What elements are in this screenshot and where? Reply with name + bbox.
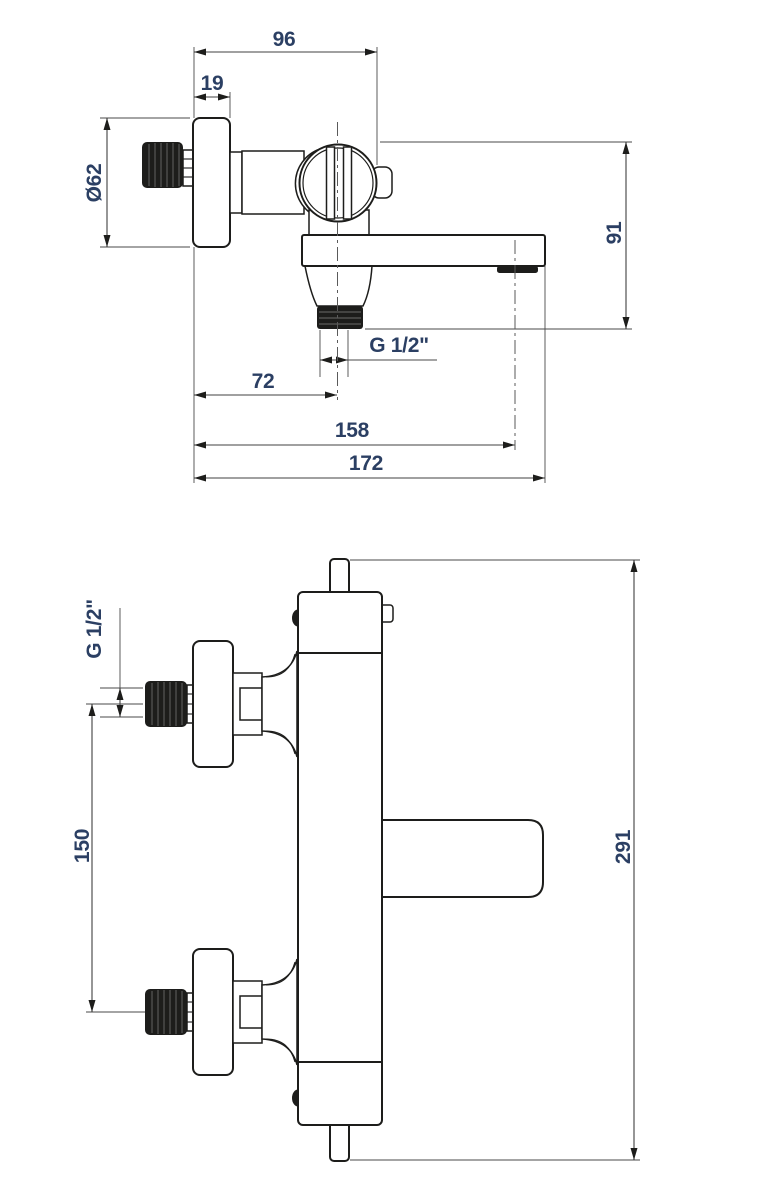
wall-flange-front bbox=[192, 640, 234, 768]
spout-taper bbox=[304, 265, 373, 307]
dim-label-172: 172 bbox=[349, 452, 383, 475]
dimension-total-reach-172: 172 bbox=[194, 266, 546, 483]
dimension-aerator-reach-158: 158 bbox=[194, 419, 515, 449]
dimension-total-height-291: 291 bbox=[350, 559, 640, 1161]
dimension-flange-depth-19: 19 bbox=[194, 72, 231, 118]
dimension-flange-diameter-62: Ø62 bbox=[83, 117, 190, 248]
connecting-pipe bbox=[241, 150, 305, 215]
dim-label-291: 291 bbox=[612, 829, 635, 864]
dimension-inlet-thread-g12: G 1/2" bbox=[83, 599, 143, 718]
outlet-thread-side bbox=[317, 306, 363, 329]
dim-label-d62: Ø62 bbox=[83, 164, 106, 203]
dimension-width-96: 96 bbox=[193, 28, 378, 165]
dimension-outlet-thread-g12: G 1/2" bbox=[319, 330, 437, 377]
dim-label-150: 150 bbox=[71, 829, 94, 863]
inlet-bell-inner-arc bbox=[265, 653, 296, 755]
handle-grip-bar-right bbox=[342, 146, 353, 220]
inlet-bell bbox=[261, 650, 298, 758]
front-view: G 1/2" 150 291 bbox=[71, 558, 640, 1162]
dimension-height-91: 91 bbox=[365, 141, 632, 330]
dim-label-72: 72 bbox=[252, 370, 275, 393]
dim-label-19: 19 bbox=[201, 72, 224, 95]
spout-front bbox=[381, 819, 544, 898]
side-view: 96 19 Ø62 91 G 1/2" bbox=[83, 28, 632, 483]
dim-label-g12-side: G 1/2" bbox=[369, 334, 429, 357]
mount-tab-bottom bbox=[329, 1119, 350, 1162]
dim-label-91: 91 bbox=[603, 221, 626, 244]
dim-label-158: 158 bbox=[335, 419, 370, 442]
inlet-assembly-bottom bbox=[144, 948, 298, 1076]
mixer-side-geometry bbox=[142, 117, 546, 329]
dim-label-g12-front: G 1/2" bbox=[83, 599, 106, 659]
inlet-adapter-step bbox=[239, 687, 263, 721]
mixer-front-geometry bbox=[292, 558, 544, 1162]
dimension-outlet-offset-72: 72 bbox=[193, 247, 337, 483]
aerator-outlet bbox=[497, 266, 538, 273]
inlet-thread-side bbox=[142, 142, 183, 188]
inlet-thread-front bbox=[145, 681, 187, 727]
dimension-inlet-spacing-150: 150 bbox=[71, 703, 196, 1013]
dim-label-96: 96 bbox=[273, 28, 296, 51]
spout-body-side bbox=[301, 234, 546, 267]
wall-flange-side bbox=[192, 117, 231, 248]
flange-step bbox=[229, 151, 243, 214]
handle-grip-bar-left bbox=[325, 146, 336, 220]
mixer-body bbox=[297, 591, 383, 1126]
inlet-assembly-top bbox=[145, 640, 298, 768]
